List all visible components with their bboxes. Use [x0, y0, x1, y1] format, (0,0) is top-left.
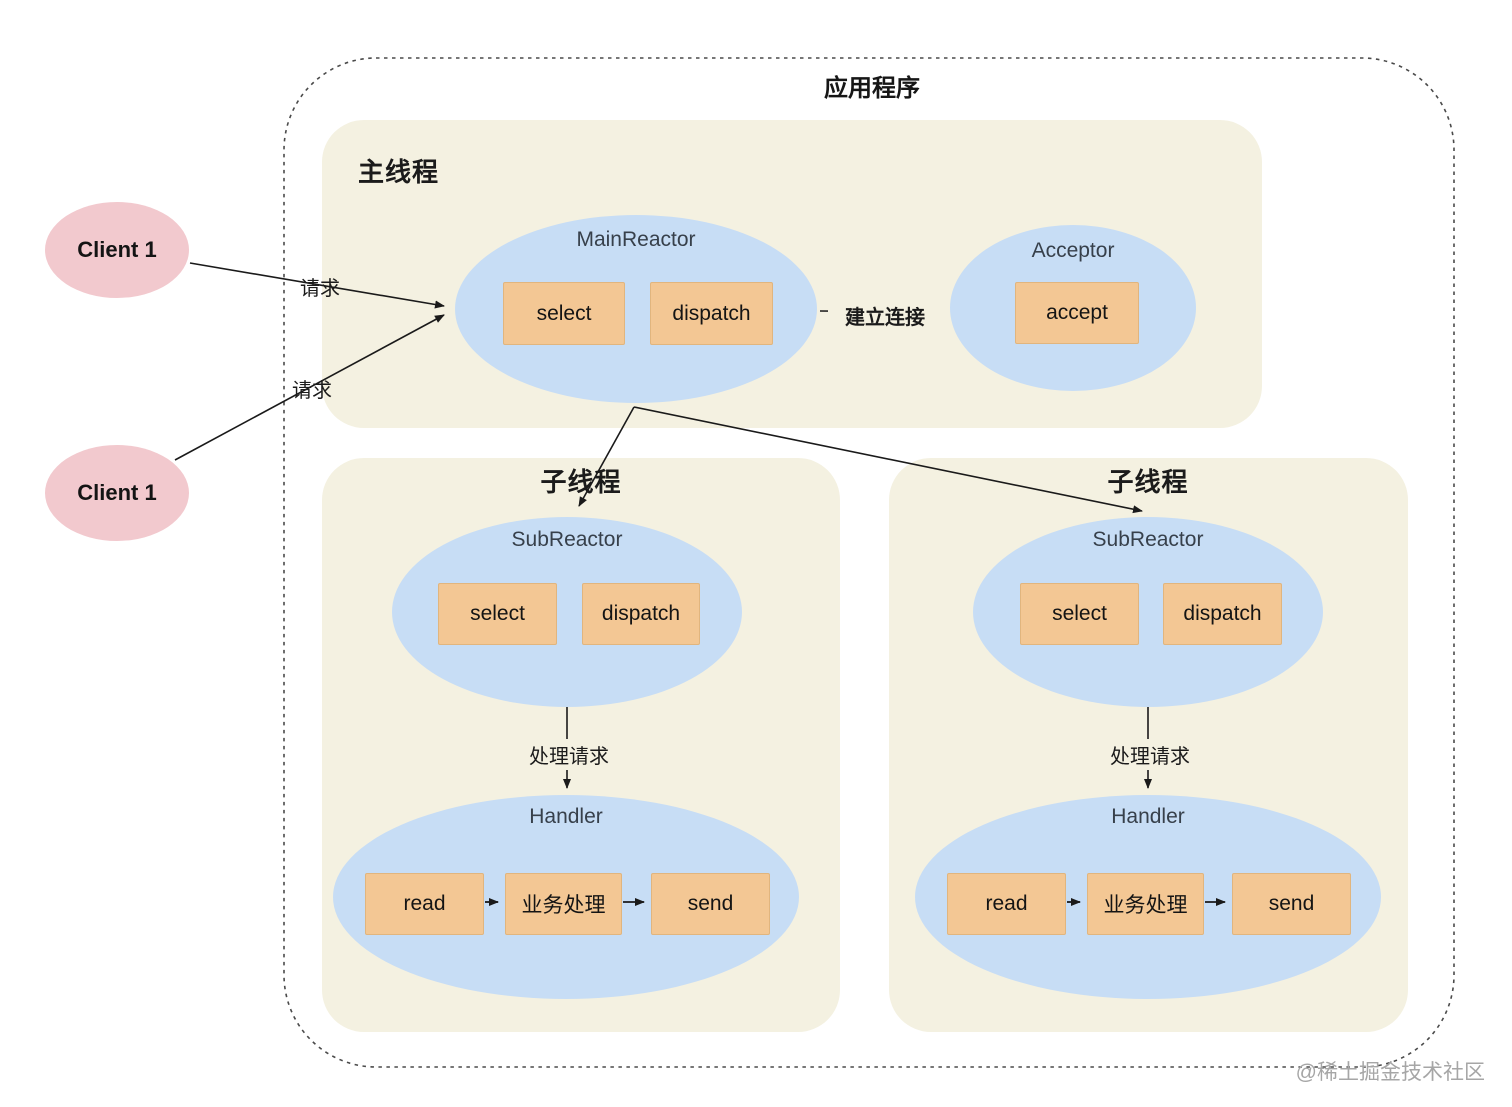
- main-reactor-select-box: select: [503, 282, 625, 345]
- client-1-top: Client 1: [45, 202, 189, 298]
- sub-reactor-dispatch-box-right: dispatch: [1163, 583, 1282, 645]
- process-request-label-right: 处理请求: [1093, 739, 1207, 770]
- client-1-bottom: Client 1: [45, 445, 189, 541]
- main-reactor-title: MainReactor: [576, 228, 696, 251]
- request-label-bottom: 请求: [292, 380, 332, 402]
- request-label-top: 请求: [300, 278, 340, 300]
- acceptor-title: Acceptor: [1031, 239, 1115, 262]
- sub-reactor-dispatch-box-left: dispatch: [582, 583, 700, 645]
- handler-process-box-right: 业务处理: [1087, 873, 1204, 935]
- process-request-label-left: 处理请求: [512, 739, 626, 770]
- handler-send-box-left: send: [651, 873, 770, 935]
- main-reactor-dispatch-box: dispatch: [650, 282, 773, 345]
- handler-read-box-right: read: [947, 873, 1066, 935]
- sub-thread-label-left: 子线程: [540, 467, 622, 497]
- establish-connection-label: 建立连接: [828, 300, 942, 331]
- acceptor-accept-box: accept: [1015, 282, 1139, 344]
- handler-send-box-right: send: [1232, 873, 1351, 935]
- handler-read-box-left: read: [365, 873, 484, 935]
- handler-title-right: Handler: [1111, 805, 1185, 828]
- sub-reactor-title-right: SubReactor: [1092, 528, 1204, 551]
- main-thread-label: 主线程: [358, 157, 440, 187]
- handler-process-box-left: 业务处理: [505, 873, 622, 935]
- sub-thread-label-right: 子线程: [1107, 467, 1189, 497]
- sub-reactor-title-left: SubReactor: [511, 528, 623, 551]
- handler-title-left: Handler: [529, 805, 603, 828]
- application-title: 应用程序: [824, 75, 920, 102]
- watermark-text: @稀土掘金技术社区: [1295, 1061, 1485, 1084]
- sub-reactor-select-box-right: select: [1020, 583, 1139, 645]
- sub-reactor-select-box-left: select: [438, 583, 557, 645]
